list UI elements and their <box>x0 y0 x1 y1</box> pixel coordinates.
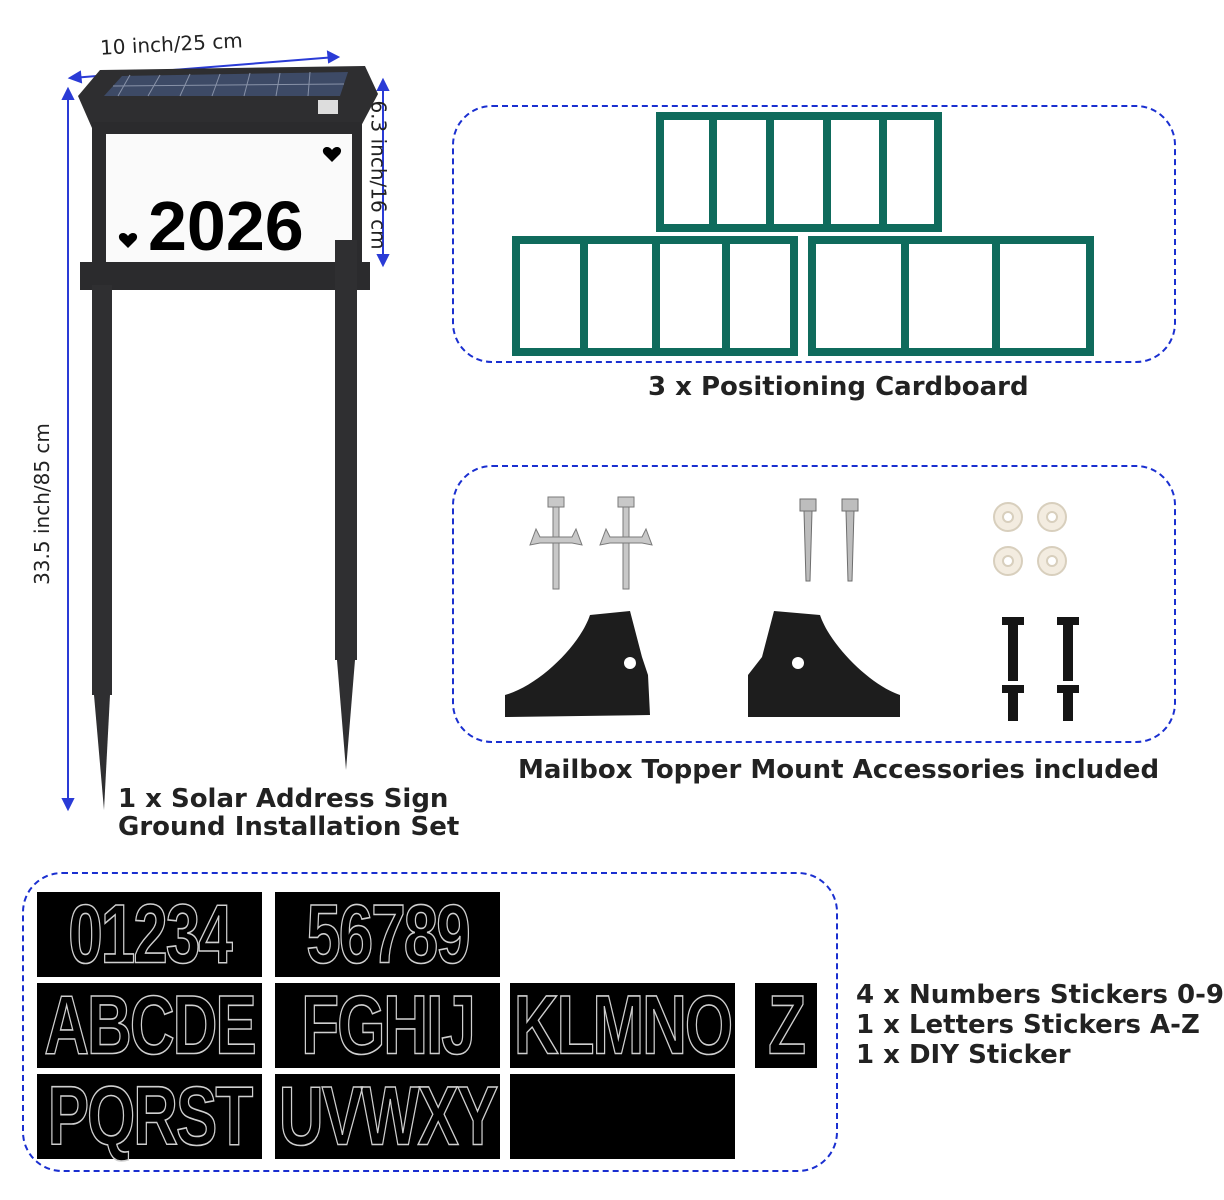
barrel-nut-icon <box>1057 617 1079 721</box>
barrel-nut-icon <box>1002 617 1024 721</box>
stickers-box <box>22 872 838 1172</box>
heart-icon <box>118 233 138 248</box>
accessories-caption: Mailbox Topper Mount Accessories include… <box>518 755 1160 785</box>
heart-icon <box>322 147 342 162</box>
total-height-label: 33.5 inch/85 cm <box>30 423 54 585</box>
wing-bolt-icon <box>599 496 653 590</box>
cardboard-caption: 3 x Positioning Cardboard <box>648 372 1029 402</box>
ground-stake-left <box>92 285 112 810</box>
number-sticker-sheet: 01234 <box>37 887 262 982</box>
accessories-box <box>452 465 1176 743</box>
cardboard-sheet <box>808 236 1094 356</box>
height-dimension-line <box>376 77 390 268</box>
washer-icon <box>993 502 1067 576</box>
stickers-line1: 4 x Numbers Stickers 0-9 <box>856 980 1224 1010</box>
wing-bolt-icon <box>529 496 583 590</box>
height-label: 6.3 inch/16 cm <box>366 100 391 250</box>
mount-bracket-icon <box>505 611 650 717</box>
sign-bottom-bar <box>80 262 370 290</box>
solar-panel-cap <box>78 66 378 128</box>
diy-sticker-sheet <box>510 1074 735 1159</box>
wood-screw-icon <box>841 498 859 582</box>
sign-caption-line2: Ground Installation Set <box>118 812 460 842</box>
stickers-line3: 1 x DIY Sticker <box>856 1040 1071 1070</box>
sign-plaque <box>106 134 352 272</box>
mount-bracket-icon <box>748 611 900 717</box>
total-height-dimension-line <box>61 86 75 812</box>
stickers-line2: 1 x Letters Stickers A-Z <box>856 1010 1200 1040</box>
letter-sticker-sheet: UVWXY <box>275 1069 500 1164</box>
wood-screw-icon <box>799 498 817 582</box>
letter-sticker-sheet: Z <box>755 978 817 1073</box>
plaque-number: 2026 <box>148 187 304 265</box>
number-sticker-sheet: 56789 <box>275 887 500 982</box>
solar-sign-illustration: 2026 <box>61 50 390 812</box>
cardboard-sheet <box>512 236 798 356</box>
cardboard-box <box>452 105 1176 363</box>
sign-caption-line1: 1 x Solar Address Sign <box>118 784 449 814</box>
letter-sticker-sheet: FGHIJ <box>275 978 500 1073</box>
letter-sticker-sheet: KLMNO <box>510 978 735 1073</box>
mount-accessories-illustration <box>505 496 1079 721</box>
letter-sticker-sheet: ABCDE <box>37 978 262 1073</box>
positioning-cardboard-illustration <box>512 112 1094 356</box>
ground-stake-right <box>335 240 357 770</box>
cardboard-sheet <box>656 112 942 232</box>
letter-sticker-sheet: PQRST <box>37 1069 262 1164</box>
